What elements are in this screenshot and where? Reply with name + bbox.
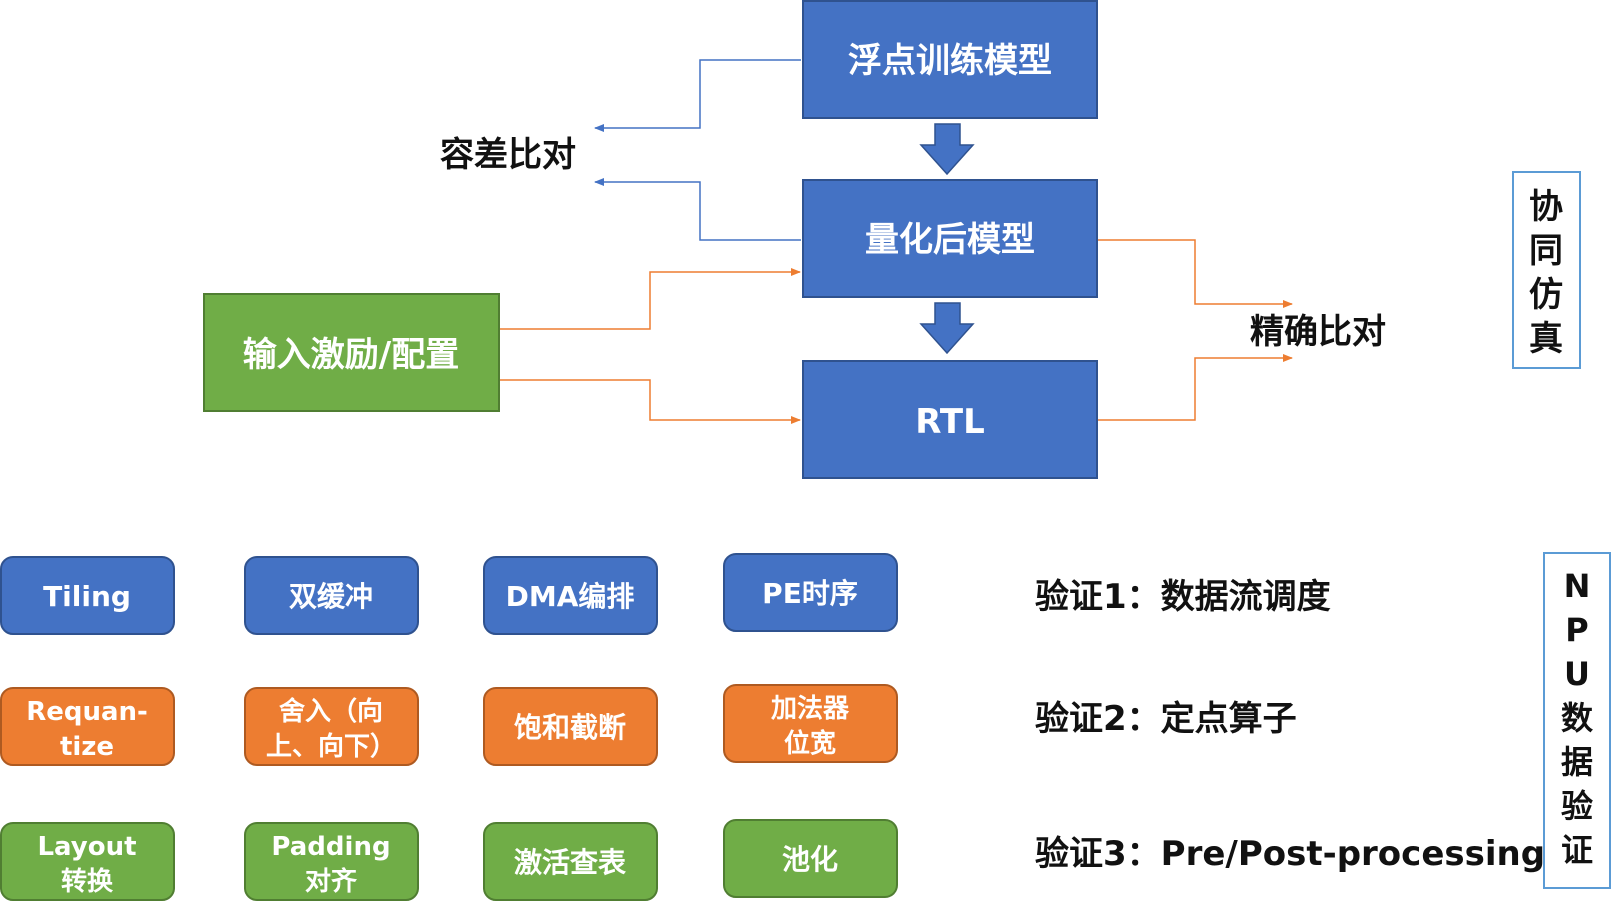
float-model-box: 浮点训练模型 (802, 0, 1098, 119)
grid-requantize: Requan- tize (0, 687, 175, 766)
npu-char: P (1565, 611, 1588, 649)
quant-model-box: 量化后模型 (802, 179, 1098, 298)
grid-rounding-line: 上、向下） (266, 731, 396, 762)
grid-saturation: 饱和截断 (483, 687, 658, 766)
grid-requantize-line: Requan- (26, 697, 148, 727)
cosim-char: 真 (1529, 319, 1563, 359)
verify-3-label: 验证3：Pre/Post-processing (1035, 834, 1545, 874)
npu-char: 数 (1561, 699, 1594, 737)
connector-quant-to-exact (1095, 239, 1293, 308)
down-arrow-quant-to-rtl (919, 302, 975, 355)
npu-side-box: N P U 数 据 验 证 (1543, 552, 1611, 889)
grid-layout-transform-line: Layout (37, 832, 136, 862)
grid-pooling-label: 池化 (782, 843, 838, 876)
input-stimulus-label: 输入激励/配置 (243, 335, 459, 375)
grid-activation-lut-label: 激活查表 (514, 846, 626, 879)
verify-2-label: 验证2：定点算子 (1035, 699, 1297, 739)
grid-pe-timing: PE时序 (723, 553, 898, 632)
grid-pe-timing-label: PE时序 (762, 577, 858, 610)
grid-adder-width-line: 加法器 (771, 694, 850, 724)
tolerance-compare-label: 容差比对 (440, 135, 576, 175)
verify-1-label: 验证1：数据流调度 (1035, 577, 1331, 617)
npu-char: U (1564, 655, 1590, 693)
npu-char: 据 (1561, 743, 1593, 781)
float-model-label: 浮点训练模型 (848, 41, 1052, 81)
rtl-label: RTL (915, 402, 985, 442)
connector-rtl-to-exact (1095, 354, 1293, 421)
rtl-box: RTL (802, 360, 1098, 479)
grid-saturation-label: 饱和截断 (514, 711, 626, 744)
grid-adder-width-line: 位宽 (784, 728, 836, 759)
npu-char: 验 (1561, 787, 1593, 825)
cosim-char: 同 (1529, 231, 1563, 271)
npu-char: N (1564, 567, 1591, 605)
grid-activation-lut: 激活查表 (483, 822, 658, 901)
cosim-side-box: 协 同 仿 真 (1512, 171, 1581, 369)
grid-dma-schedule-label: DMA编排 (506, 580, 635, 613)
grid-double-buffer: 双缓冲 (244, 556, 419, 635)
cosim-char: 协 (1529, 187, 1563, 227)
down-arrow-float-to-quant (919, 123, 975, 176)
npu-char: 证 (1561, 831, 1593, 869)
cosim-char: 仿 (1529, 275, 1563, 315)
grid-adder-width: 加法器 位宽 (723, 684, 898, 763)
connector-quant-to-tolerance (594, 178, 801, 241)
grid-double-buffer-label: 双缓冲 (289, 580, 373, 613)
input-stimulus-box: 输入激励/配置 (203, 293, 500, 412)
grid-padding-align: Padding 对齐 (244, 822, 419, 901)
grid-layout-transform-line: 转换 (61, 867, 114, 897)
quant-model-label: 量化后模型 (865, 220, 1035, 260)
connector-input-to-rtl (499, 379, 801, 424)
grid-padding-align-line: Padding (271, 832, 390, 862)
connector-input-to-quant (499, 268, 801, 330)
grid-padding-align-line: 对齐 (305, 866, 358, 897)
grid-rounding: 舍入（向 上、向下） (244, 687, 419, 766)
grid-rounding-line: 舍入（向 (279, 696, 383, 727)
grid-requantize-line: tize (60, 732, 114, 762)
connector-float-to-tolerance (594, 59, 801, 132)
grid-pooling: 池化 (723, 819, 898, 898)
grid-tiling-label: Tiling (43, 580, 131, 613)
grid-layout-transform: Layout 转换 (0, 822, 175, 901)
exact-compare-label: 精确比对 (1250, 312, 1386, 352)
grid-dma-schedule: DMA编排 (483, 556, 658, 635)
grid-tiling: Tiling (0, 556, 175, 635)
